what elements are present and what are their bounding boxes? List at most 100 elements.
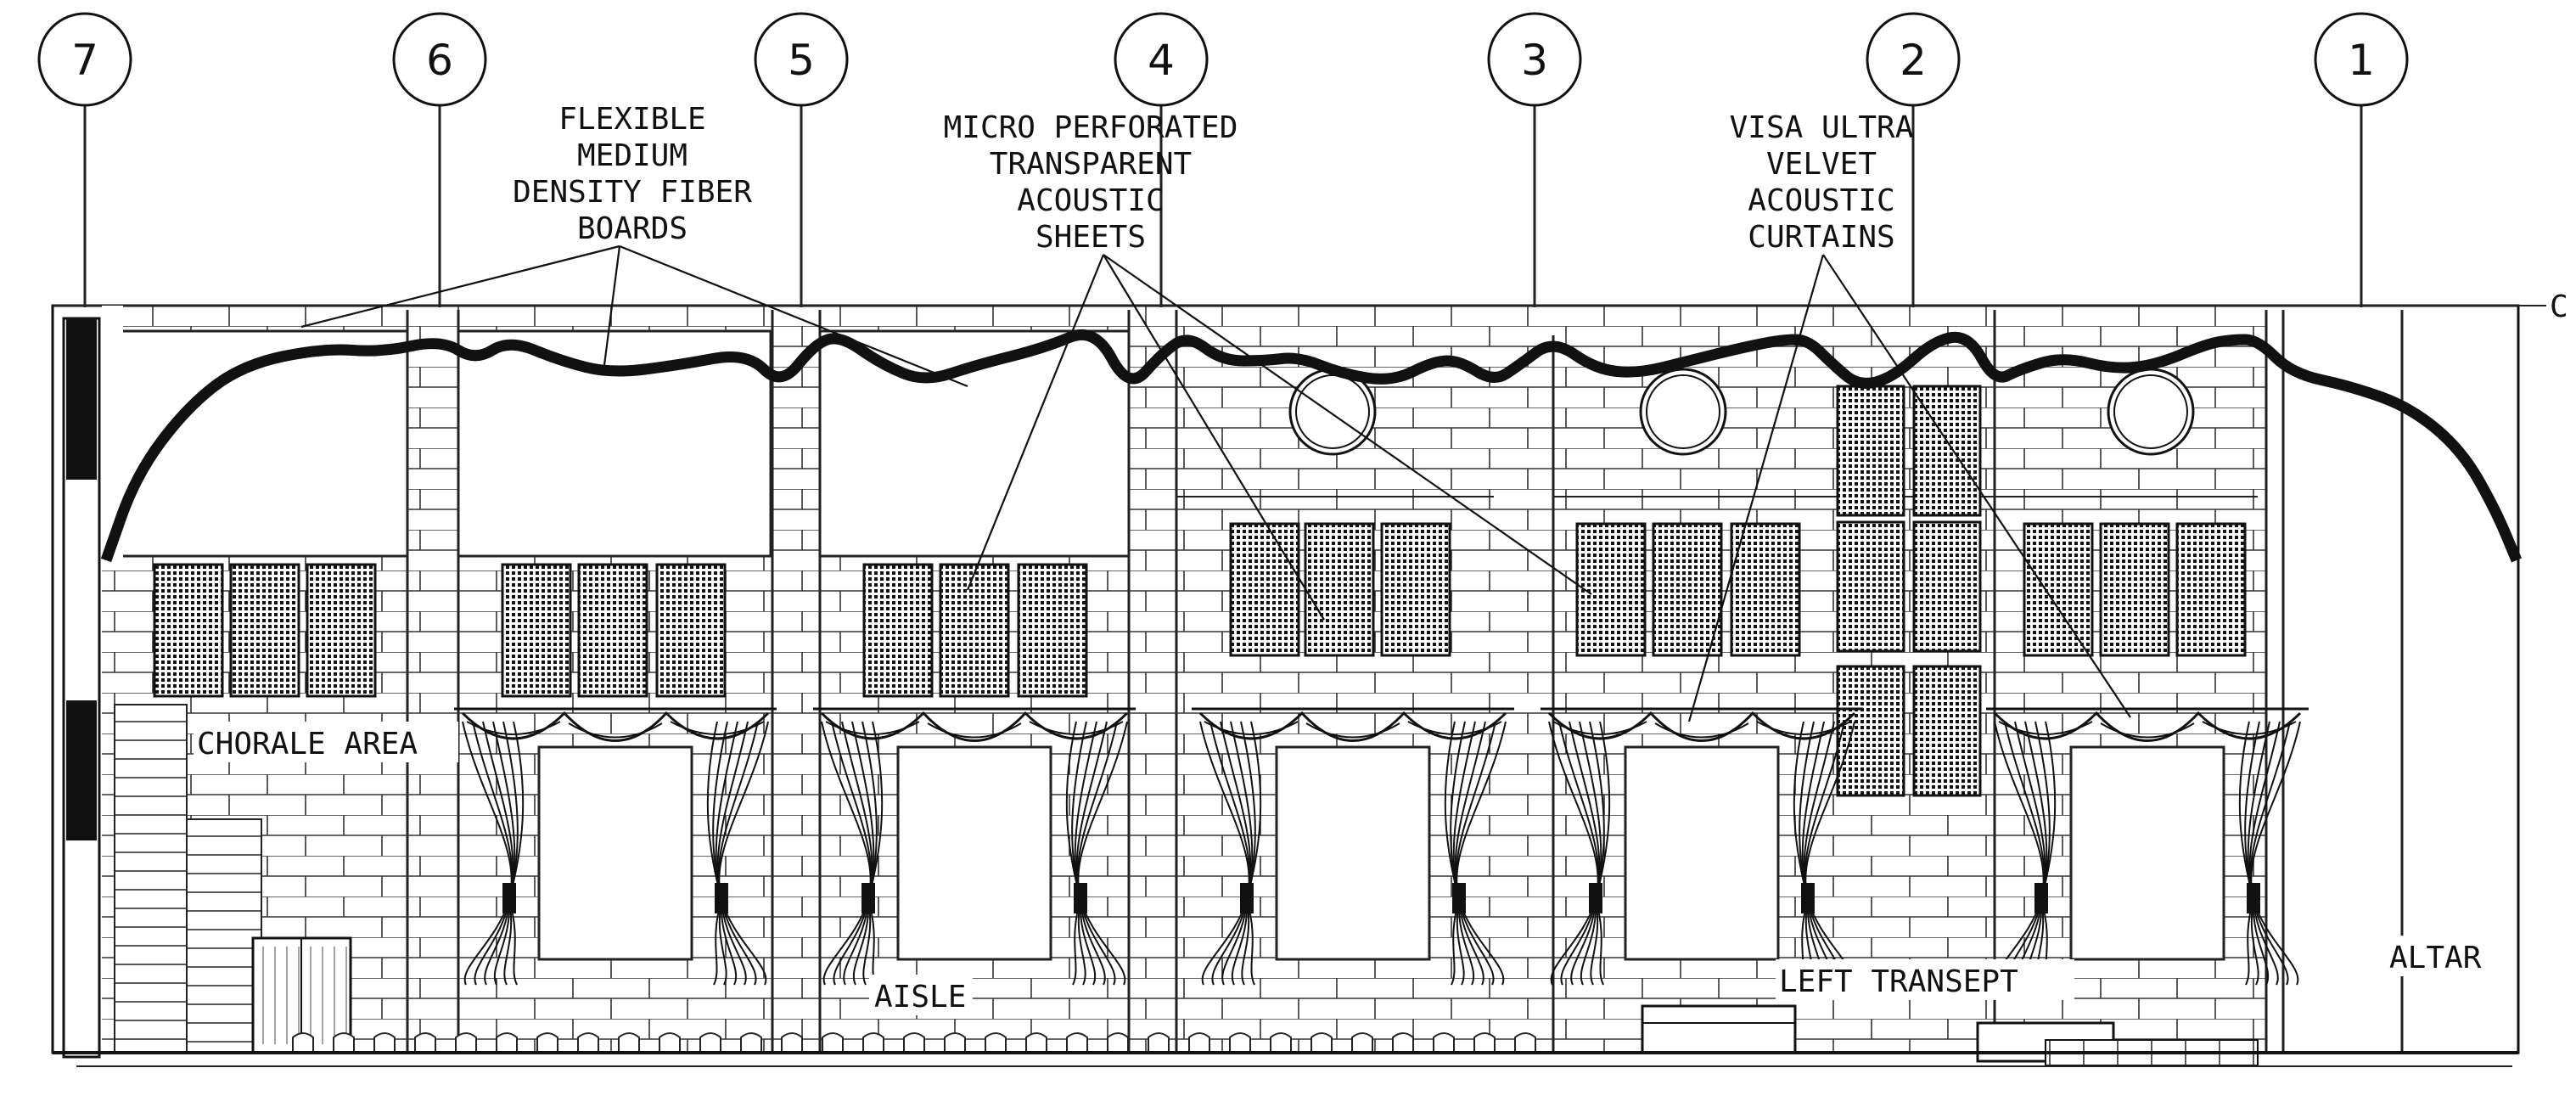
acoustic-panel [939, 563, 1010, 698]
acoustic-panel [2023, 522, 2094, 657]
curtain-tieback [2034, 883, 2048, 913]
pew-back [373, 1032, 396, 1053]
leader-line [619, 244, 968, 388]
curtain-swag-fold [1204, 721, 1502, 739]
grid-bubble-3: 3 [1487, 12, 1582, 107]
window-opening [1624, 745, 1780, 961]
oculus-inner [2113, 374, 2188, 449]
pew-back [781, 1032, 803, 1053]
curtain-sets [454, 707, 2309, 986]
curtain-swag [1547, 711, 1856, 742]
pew-back [1148, 1032, 1170, 1053]
grid-bubble-label: 5 [788, 36, 815, 85]
pew-back [618, 1032, 640, 1053]
grid-bubbles: 7 6 5 4 3 2 1 [37, 12, 2409, 107]
curtain-swag-fold [1552, 721, 1851, 739]
pew-back [414, 1032, 436, 1053]
chorale-stair [114, 704, 188, 1054]
grid-bubble-label: 3 [1521, 36, 1548, 85]
window-opening [537, 745, 693, 961]
callout-line: ACOUSTIC [1748, 183, 1894, 218]
pew-back [1351, 1032, 1373, 1053]
pew-back [536, 1032, 558, 1053]
curtain-swag-fold [1998, 721, 2297, 739]
callout-line: CURTAINS [1748, 220, 1894, 255]
acoustic-panel [1912, 665, 1982, 797]
window-opening [2069, 745, 2225, 961]
pew-back [496, 1032, 518, 1053]
curtain-tieback [715, 883, 728, 913]
zone-label-transept: LEFT TRANSEPT [1779, 964, 2018, 999]
acoustic-panel [1836, 520, 1905, 653]
oculus-outer [1639, 368, 1727, 456]
acoustic-panel [1229, 522, 1300, 657]
curtain-tieback [1240, 883, 1254, 913]
curtain-tieback [1589, 883, 1602, 913]
window-opening [1275, 745, 1431, 961]
chorale-rail [186, 818, 262, 1054]
callout-line: MICRO PERFORATED [944, 110, 1238, 145]
acoustic-panel [577, 563, 648, 698]
leader-line [603, 245, 621, 366]
grid-bubble-5: 5 [754, 12, 849, 107]
pew-back [1188, 1032, 1210, 1053]
leader-line [966, 254, 1105, 591]
pew-back [822, 1032, 844, 1053]
callout-line: VISA ULTRA [1730, 110, 1914, 145]
grid-bubble-label: 6 [426, 36, 453, 85]
pew-back [1107, 1032, 1129, 1053]
curtain-swag [1198, 711, 1507, 742]
fiber-boards [102, 306, 1131, 560]
grid-bubble-label: 2 [1900, 36, 1927, 85]
valance-curve [100, 329, 2522, 563]
oculus-inner [1646, 374, 1720, 449]
curtain-tieback [1452, 883, 1466, 913]
grid-lines [83, 105, 2363, 307]
acoustic-panel [1836, 665, 1905, 797]
leader-line [1687, 254, 1825, 722]
pew-back [985, 1032, 1007, 1053]
acoustic-panel [2175, 522, 2247, 657]
oculus-outer [2107, 368, 2195, 456]
acoustic-panel [1730, 522, 1801, 657]
grid-bubble-label: 1 [2348, 36, 2375, 85]
curtain-swag [820, 711, 1129, 742]
callout-line: FLEXIBLE [558, 102, 705, 137]
acoustic-panel [1575, 522, 1647, 657]
callout-line: DENSITY FIBER [513, 175, 752, 210]
callout-line: MEDIUM [577, 138, 687, 173]
acoustic-panel [306, 563, 377, 698]
acoustic-panel [153, 563, 224, 698]
zone-label-aisle: AISLE [874, 980, 966, 1015]
curtain-swag-fold [466, 721, 765, 739]
round-windows [1288, 368, 2195, 456]
edge-mark: C [2550, 289, 2568, 324]
acoustic-panel [1836, 385, 1905, 517]
leader-line [1103, 254, 1325, 621]
callout-line: TRANSPARENT [990, 147, 1192, 182]
wall-elevation [51, 304, 2546, 1067]
leader-line [1822, 254, 2131, 718]
acoustic-panel [1912, 520, 1982, 653]
callout-line: BOARDS [577, 211, 687, 246]
curtain-tieback [861, 883, 875, 913]
zone-label-chorale: CHORALE AREA [197, 727, 418, 762]
pillar-dark-mid [66, 700, 97, 840]
callout-line: VELVET [1766, 147, 1877, 182]
pew-back [1473, 1032, 1496, 1053]
leader-line [300, 244, 620, 329]
grid-bubble-label: 4 [1148, 36, 1175, 85]
pew-back [659, 1032, 681, 1053]
acoustic-panel [1380, 522, 1451, 657]
curtain-swag [461, 711, 770, 742]
pew-back [1514, 1032, 1536, 1053]
acoustic-panel [501, 563, 572, 698]
pew-back [1392, 1032, 1414, 1053]
pew-back [1433, 1032, 1455, 1053]
grid-bubble-1: 1 [2314, 12, 2409, 107]
acoustic-panel [1652, 522, 1723, 657]
window-opening [896, 745, 1052, 961]
callout-micro-sheets: MICRO PERFORATED TRANSPARENT ACOUSTIC SH… [944, 110, 1238, 255]
pew-back [1270, 1032, 1292, 1053]
